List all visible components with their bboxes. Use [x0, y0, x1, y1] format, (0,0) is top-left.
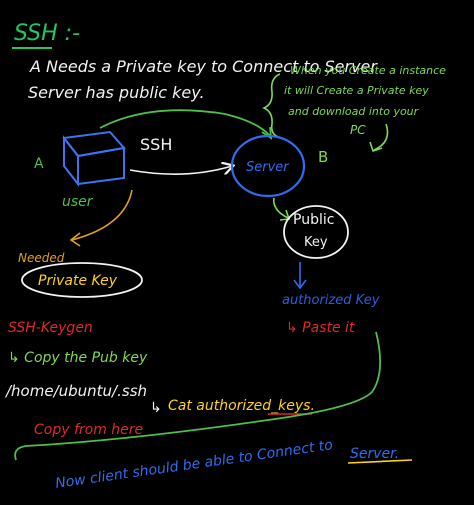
- public-key-line-1: Public: [293, 212, 334, 228]
- needed-label: Needed: [18, 251, 65, 265]
- side-note-line-2: it will Create a Private key: [284, 84, 429, 97]
- step-keygen: SSH-Keygen: [8, 320, 93, 336]
- conclusion-underline: [347, 459, 413, 464]
- intro-line-2: Server has public key.: [28, 83, 205, 102]
- side-note-brace: [262, 73, 283, 139]
- side-note-line-4: PC: [350, 123, 366, 137]
- step-copy-pub: ↳ Copy the Pub key: [8, 350, 148, 366]
- step-cat-cmd: Cat authorized_keys.: [168, 398, 315, 414]
- conclusion-line-1: Now client should be able to Connect to: [54, 437, 333, 492]
- user-to-private-key-arrow: [71, 189, 133, 241]
- private-key-bubble: [21, 262, 143, 298]
- side-note-line-1: When you Create a instance: [290, 64, 446, 77]
- green-bracket: [14, 331, 382, 461]
- server-label: Server: [246, 160, 290, 175]
- title: SSH :-: [14, 21, 80, 46]
- user-box-icon: [62, 130, 126, 187]
- step-copy-from: Copy from here: [34, 422, 143, 438]
- intro-line-1: A Needs a Private key to Connect to Serv…: [29, 57, 378, 76]
- step-cat-prefix: ↳: [150, 400, 162, 416]
- side-note-line-3: and download into your: [288, 105, 420, 118]
- ssh-return-arrow: [129, 166, 232, 175]
- label-a: A: [34, 156, 44, 172]
- public-key-circle: [283, 205, 349, 259]
- conclusion-line-2: Server.: [350, 446, 399, 462]
- authorized-key-label: authorized Key: [282, 293, 380, 308]
- private-key-label: Private Key: [38, 273, 118, 289]
- side-note-arrow: [373, 123, 389, 151]
- server-to-key-arrow: [272, 197, 289, 219]
- paste-label: ↳ Paste it: [286, 320, 355, 336]
- ssh-label: SSH: [140, 135, 172, 154]
- ssh-arrow: [99, 109, 271, 137]
- server-circle: [230, 134, 306, 198]
- user-label: user: [62, 194, 94, 210]
- label-b: B: [318, 148, 328, 166]
- step-path: /home/ubuntu/.ssh: [4, 382, 147, 400]
- public-key-line-2: Key: [304, 235, 328, 250]
